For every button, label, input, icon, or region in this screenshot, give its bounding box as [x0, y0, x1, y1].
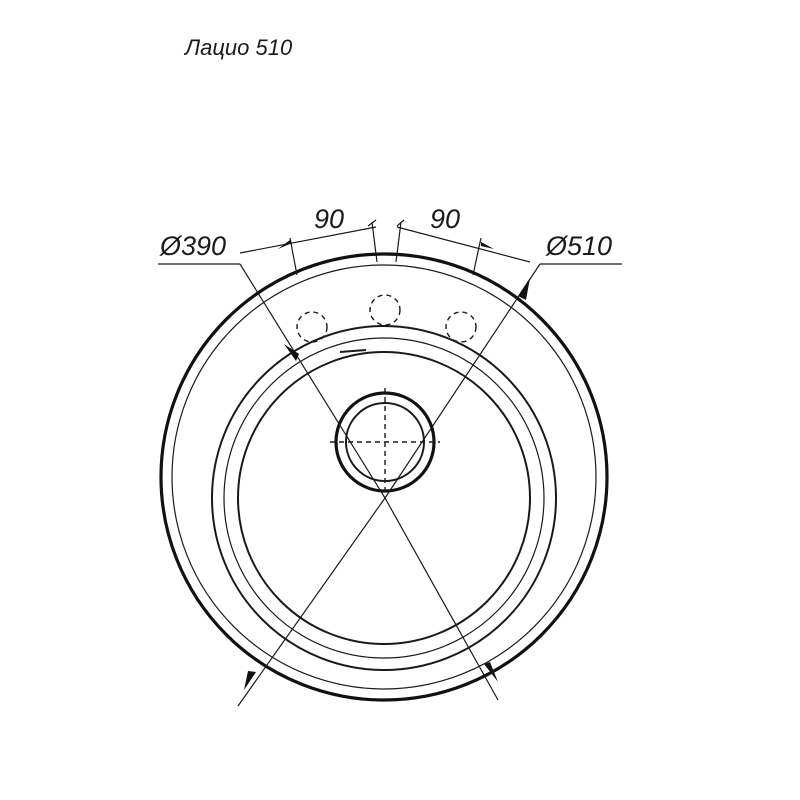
rim-mark [339, 349, 367, 353]
extension-line-right [472, 237, 482, 276]
inner-diameter-leader [239, 263, 386, 499]
dimension-arrow-right [481, 242, 494, 249]
outer-diameter-arrow-top [518, 278, 530, 300]
dimension-line-right [396, 226, 531, 263]
bowl-edge-outer [211, 325, 557, 671]
outer-diameter-arrow-bottom [484, 662, 498, 682]
hole-spacing-left-label: 90 [314, 204, 344, 234]
outer-diameter-label: Ø510 [545, 231, 612, 261]
tick-center-right [396, 219, 405, 227]
faucet-hole-center [369, 294, 401, 326]
bowl-edge-middle [223, 337, 545, 659]
outer-rim-inner-edge [171, 264, 597, 690]
extension-line-center-right [395, 221, 402, 263]
faucet-hole-right [445, 311, 477, 343]
extension-line-center-left [371, 221, 378, 263]
dimension-line-left [239, 226, 377, 254]
inner-diameter-arrow-bottom [244, 671, 256, 690]
extension-line-left [289, 237, 298, 276]
outer-diameter-leader [384, 263, 541, 499]
inner-diameter-line-bottom [237, 497, 386, 707]
drawing-title: Лацио 510 [183, 35, 293, 60]
outer-rim [159, 252, 609, 702]
outer-diameter-line-bottom [384, 497, 499, 701]
faucet-hole-left [296, 311, 328, 343]
inner-diameter-label: Ø390 [159, 231, 226, 261]
tick-center-left [367, 219, 377, 227]
bowl-edge-inner [237, 351, 531, 645]
inner-diameter-arrow-top [284, 344, 299, 361]
dimension-arrow-left [278, 240, 292, 249]
hole-spacing-right-label: 90 [430, 204, 460, 234]
